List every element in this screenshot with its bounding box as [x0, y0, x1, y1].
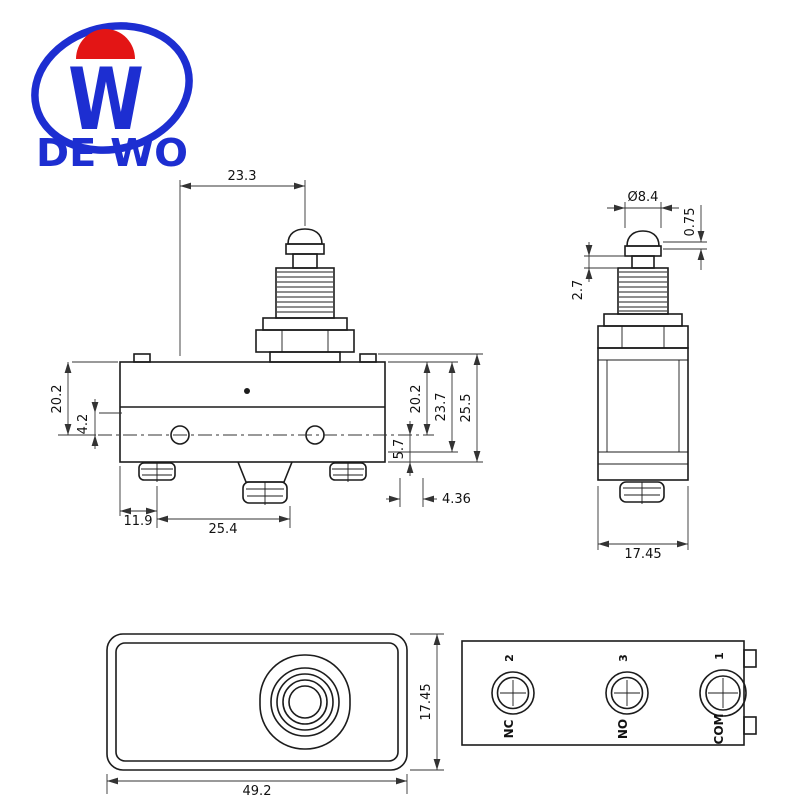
top-tab-left: [133, 353, 151, 363]
side-dim-travel: 2.7: [571, 280, 586, 301]
side-hex-nut-lower: [597, 325, 689, 349]
logo-dome: [76, 29, 135, 59]
terminal-label: NC: [502, 719, 516, 738]
side-dim-cap-lip: 0.75: [683, 208, 698, 237]
top-tab-right: [359, 353, 377, 363]
terminal-plate: [461, 640, 745, 746]
front-screw-left: [138, 462, 176, 482]
plunger-cap-lip: [285, 243, 325, 255]
front-dim-top-width: 23.3: [228, 169, 257, 184]
front-dim-right-mid: 23.7: [434, 393, 449, 422]
front-dim-left-height: 20.2: [50, 385, 65, 414]
top-view: 17.45 49.2: [106, 633, 444, 799]
terminal-screw-nc: 2 NC: [491, 654, 535, 738]
top-view-dimensions: 17.45 49.2: [106, 633, 444, 799]
logo-brand: DE WO: [36, 131, 188, 175]
terminal-number: 1: [713, 652, 726, 660]
terminal-view: 2 NC 3 NO 1 COM: [461, 640, 757, 746]
terminal-tab-top: [743, 649, 757, 668]
top-dim-height: 17.45: [419, 683, 434, 720]
plunger-cap: [287, 228, 323, 245]
mounting-hole-left: [170, 425, 190, 445]
threaded-bushing: [275, 267, 335, 319]
side-plunger-cap: [626, 230, 660, 247]
plunger-stem: [292, 253, 318, 269]
front-view: 23.3 20.2 4.2 20.2 23.7 25.5: [50, 169, 483, 537]
logo-monogram: W: [68, 50, 144, 150]
top-view-outline: [106, 633, 408, 771]
front-dim-right-height: 20.2: [409, 385, 424, 414]
terminal-screw-no: 3 NO: [605, 654, 649, 739]
front-screw-right: [329, 462, 367, 482]
switch-body: [119, 361, 386, 463]
side-body: [597, 347, 689, 481]
logo-ellipse: [31, 22, 193, 154]
side-dimensions: Ø8.4 0.75 2.7 17.45: [571, 190, 707, 562]
hex-nut-lower: [255, 329, 355, 353]
front-dim-left-offset: 4.2: [76, 414, 91, 435]
side-dim-plunger-dia: Ø8.4: [628, 190, 659, 205]
front-dimensions: 23.3 20.2 4.2 20.2 23.7 25.5: [50, 169, 483, 537]
hex-nut-upper: [262, 317, 348, 331]
plunger-assembly: [255, 228, 355, 363]
terminal-screw-com: 1 COM: [699, 652, 747, 745]
logo: W DE WO: [31, 22, 193, 175]
terminal-tab-bottom: [743, 716, 757, 735]
side-dim-body-width: 17.45: [624, 547, 661, 562]
terminal-number: 3: [617, 654, 630, 662]
terminal-number: 2: [503, 654, 516, 662]
side-plunger-stem: [631, 255, 655, 269]
terminal-label: NO: [616, 719, 630, 739]
front-dim-right-offset: 5.7: [392, 439, 407, 460]
pin-hole: [244, 388, 250, 394]
top-view-button: [259, 654, 351, 750]
front-dim-bottom-spacing: 25.4: [209, 522, 238, 537]
terminal-label: COM: [712, 714, 726, 745]
front-screw-center: [237, 461, 293, 505]
front-dim-screw-offset: 4.36: [442, 492, 471, 507]
top-dim-length: 49.2: [243, 784, 272, 799]
side-screw: [619, 481, 665, 504]
front-dim-bottom-edge: 11.9: [124, 514, 153, 529]
side-view: Ø8.4 0.75 2.7 17.45: [571, 190, 707, 562]
front-dim-right-total: 25.5: [459, 394, 474, 423]
side-hex-nut-upper: [603, 313, 683, 327]
